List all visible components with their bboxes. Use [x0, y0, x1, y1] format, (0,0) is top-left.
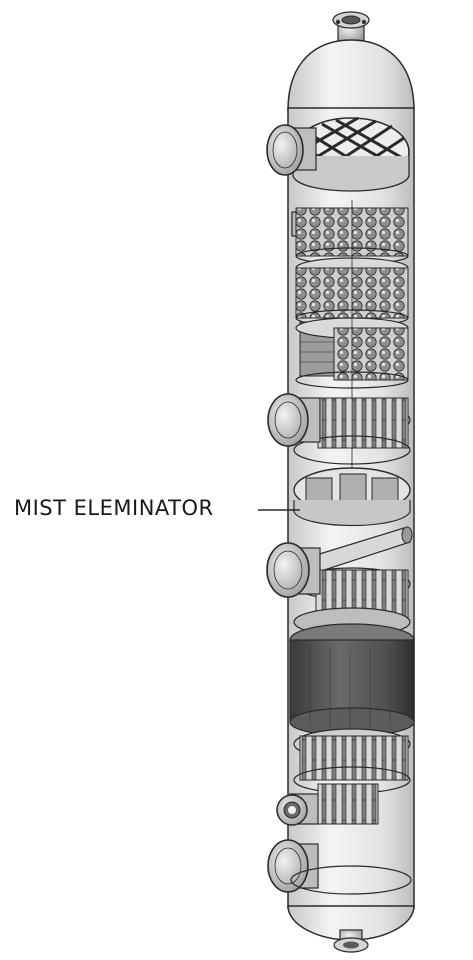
lower-side-nozzle — [276, 793, 319, 826]
upper-manway — [266, 124, 317, 176]
packed-bed-3 — [295, 317, 409, 389]
top-nozzle — [332, 11, 370, 43]
mist-eliminator-label: MIST ELEMINATOR — [14, 496, 214, 520]
bubble-cap-tray-1 — [293, 397, 411, 465]
structured-packing-section — [289, 623, 415, 737]
bubble-cap-tray-3 — [293, 728, 411, 794]
top-dome — [287, 39, 415, 111]
middle-manway-upper — [267, 393, 321, 447]
bottom-nozzle — [333, 929, 369, 953]
mist-eliminator — [293, 467, 411, 527]
bottom-head-seam — [290, 865, 412, 895]
middle-manway-lower — [266, 542, 321, 598]
bottom-support-fins — [317, 783, 379, 825]
